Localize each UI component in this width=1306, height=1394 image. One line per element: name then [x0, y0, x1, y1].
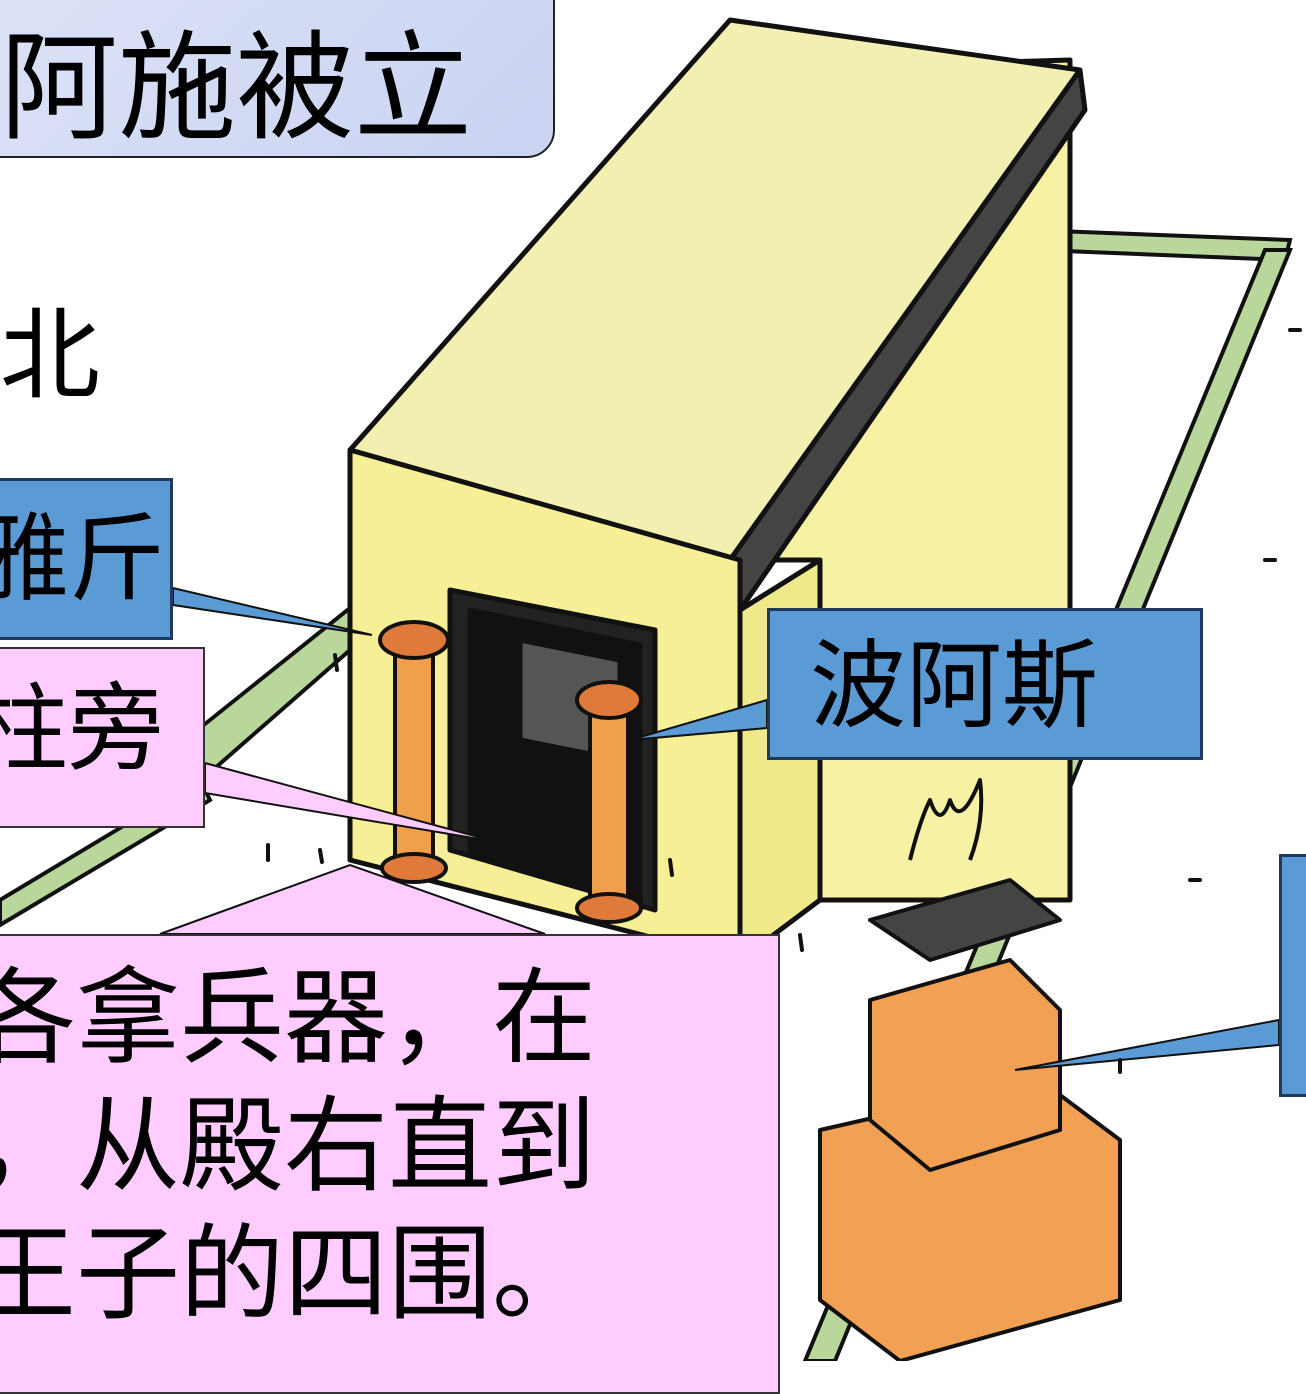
- callout-guards-line-1: 各拿兵器，在: [0, 957, 597, 1079]
- callout-boaz: 波阿斯: [767, 608, 1203, 760]
- title-banner: 阿施被立: [0, 0, 555, 158]
- callout-altar: [1279, 854, 1306, 1097]
- pillar-boaz: [575, 680, 643, 924]
- callout-pillar-side: 柱旁: [0, 647, 205, 828]
- callout-guards-line-2: ，从殿右直到: [0, 1085, 597, 1207]
- callout-guards: 各拿兵器，在 ，从殿右直到 王子的四围。: [0, 934, 780, 1394]
- callout-jachin: 雅斤: [0, 478, 173, 640]
- temple-building: [347, 17, 1088, 963]
- fragment-text: 北: [0, 297, 100, 414]
- people-figures: [266, 328, 1302, 1074]
- callout-guards-line-3: 王子的四围。: [0, 1213, 597, 1335]
- altar: [818, 778, 1122, 1361]
- temple-illustration: [0, 17, 1302, 1361]
